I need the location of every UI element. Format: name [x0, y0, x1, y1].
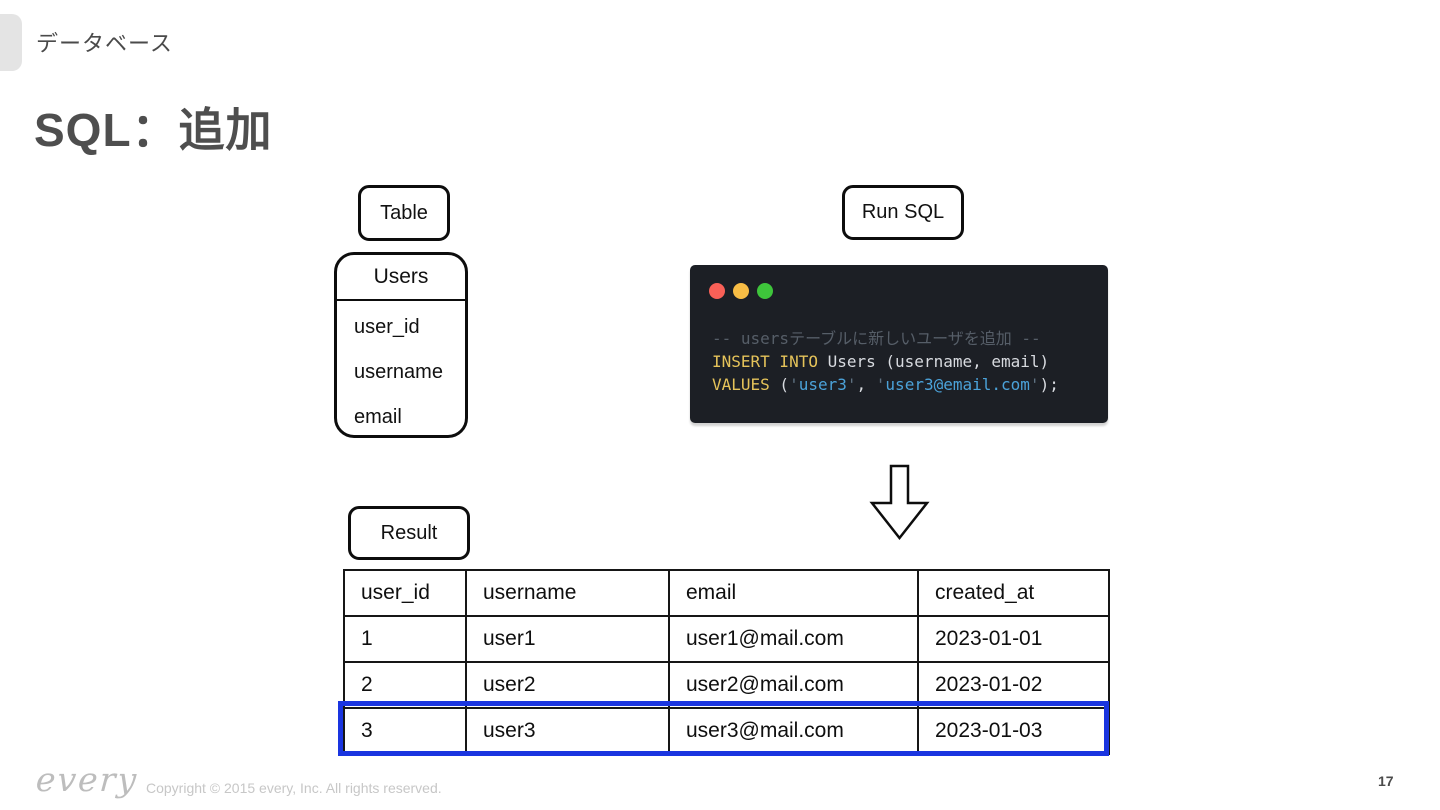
code-line: INSERT INTO Users (username, email): [712, 352, 1050, 371]
down-arrow-icon: [869, 464, 930, 541]
table-cell: 1: [343, 615, 467, 663]
table-cell: 2023-01-01: [917, 615, 1110, 663]
table-cell: user1: [465, 615, 670, 663]
table-cell: user2@mail.com: [668, 661, 919, 709]
table-label-box: Table: [358, 185, 450, 241]
result-label-box: Result: [348, 506, 470, 560]
table-cell: user3: [465, 707, 670, 755]
result-label: Result: [380, 521, 438, 544]
every-logo: every: [34, 760, 140, 799]
column-header: user_id: [343, 569, 467, 617]
column-header: email: [668, 569, 919, 617]
green-window-dot-icon: [757, 283, 773, 299]
table-cell: 2023-01-03: [917, 707, 1110, 755]
terminal-window: -- usersテーブルに新しいユーザを追加 -- INSERT INTO Use…: [690, 265, 1108, 423]
table-cell: 2: [343, 661, 467, 709]
red-window-dot-icon: [709, 283, 725, 299]
table-label: Table: [380, 201, 428, 224]
code-line: -- usersテーブルに新しいユーザを追加 --: [712, 329, 1041, 348]
schema-table-name: Users: [337, 255, 465, 301]
table-cell: user2: [465, 661, 670, 709]
breadcrumb: データベース: [36, 31, 173, 56]
window-traffic-lights: [709, 283, 773, 299]
section-tab-marker: [0, 14, 22, 71]
schema-field: username: [354, 361, 443, 383]
sql-code-block: -- usersテーブルに新しいユーザを追加 -- INSERT INTO Use…: [712, 327, 1059, 396]
table-cell: user3@mail.com: [668, 707, 919, 755]
run-sql-label: Run SQL: [861, 201, 945, 223]
page-number: 17: [1378, 773, 1394, 789]
schema-field: email: [354, 406, 402, 428]
table-cell: 3: [343, 707, 467, 755]
column-header: created_at: [917, 569, 1110, 617]
page-title: SQL：追加: [34, 104, 273, 156]
yellow-window-dot-icon: [733, 283, 749, 299]
copyright-text: Copyright © 2015 every, Inc. All rights …: [146, 780, 442, 796]
table-cell: 2023-01-02: [917, 661, 1110, 709]
users-schema-box: Users user_id username email: [334, 252, 468, 438]
schema-field-list: user_id username email: [337, 301, 465, 440]
table-cell: user1@mail.com: [668, 615, 919, 663]
run-sql-label-box: Run SQL: [842, 185, 964, 240]
column-header: username: [465, 569, 670, 617]
schema-field: user_id: [354, 316, 420, 338]
code-line: VALUES ('user3', 'user3@email.com');: [712, 375, 1059, 394]
